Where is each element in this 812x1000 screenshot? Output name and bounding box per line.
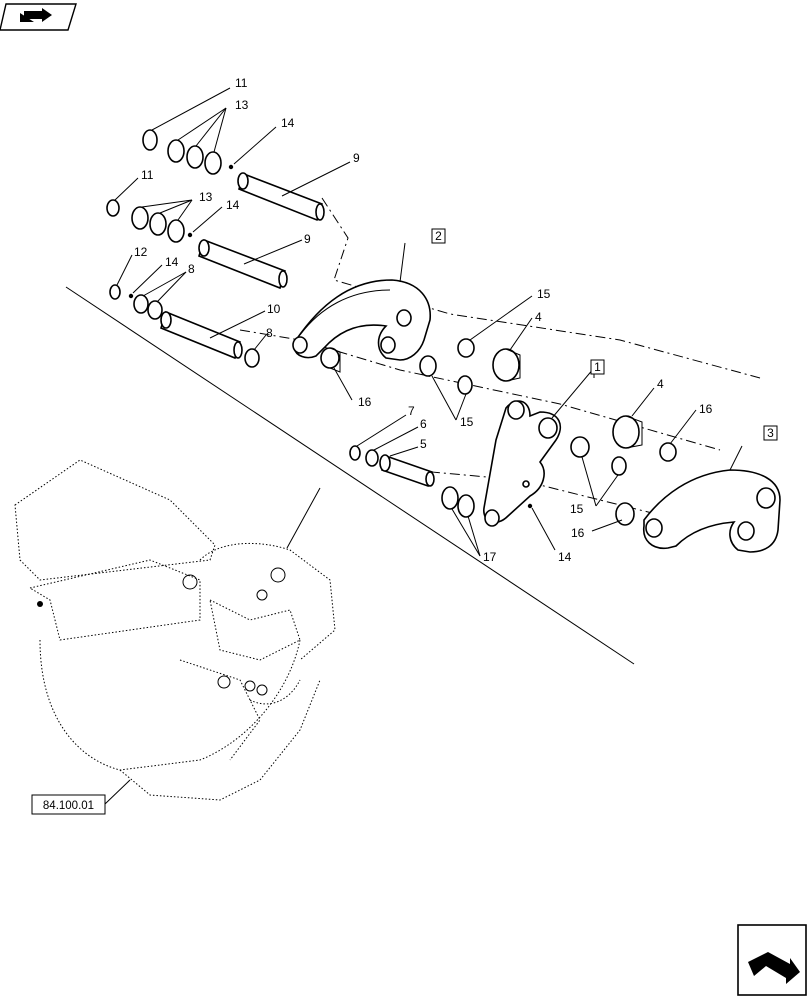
callout-15-middle: 15 — [460, 415, 474, 429]
ring-12[interactable] — [109, 284, 121, 300]
pin-9-middle[interactable] — [198, 238, 288, 290]
callout-11-upper: 11 — [235, 76, 248, 90]
bushing-15-middle-left[interactable] — [419, 355, 437, 377]
bushing-16-lower[interactable] — [615, 502, 635, 526]
bushing-4-upper[interactable] — [492, 348, 521, 382]
callout-14-lower: 14 — [165, 255, 179, 269]
callout-15-lower: 15 — [570, 502, 584, 516]
ring-13-middle[interactable] — [131, 206, 185, 243]
callout-11-middle: 11 — [141, 168, 154, 182]
callout-6: 6 — [420, 417, 427, 431]
bushing-15-upper[interactable] — [457, 338, 475, 358]
callout-box-1[interactable]: 1 — [590, 359, 605, 375]
ring-6[interactable] — [365, 449, 379, 467]
forward-arrow-icon[interactable] — [737, 924, 807, 996]
ring-11-middle[interactable] — [106, 199, 120, 217]
link-part-2[interactable] — [292, 279, 431, 361]
callout-16-upper: 16 — [358, 395, 372, 409]
grease-fitting-14-middle[interactable] — [187, 232, 193, 238]
callout-5: 5 — [420, 437, 427, 451]
bushing-16-right[interactable] — [659, 442, 677, 462]
callout-15-upper: 15 — [537, 287, 551, 301]
callout-16-lower: 16 — [571, 526, 585, 540]
divider-line — [65, 286, 635, 665]
callout-box-3[interactable]: 3 — [763, 425, 778, 441]
leader-line-to-assembly — [286, 487, 321, 549]
callout-box-3-label: 3 — [767, 426, 774, 440]
ring-13-upper[interactable] — [167, 139, 222, 175]
leader-lines — [104, 87, 743, 805]
pin-10[interactable] — [160, 310, 243, 360]
grease-fitting-14-lower[interactable] — [128, 293, 134, 299]
callout-8-lower: 8 — [266, 326, 273, 340]
callout-14-right: 14 — [558, 550, 572, 564]
callout-14-upper: 14 — [281, 116, 295, 130]
spacer-8-right[interactable] — [244, 348, 260, 368]
callout-8-upper: 8 — [188, 262, 195, 276]
pin-9-upper[interactable] — [237, 172, 325, 222]
spacer-8-left[interactable] — [133, 294, 163, 320]
callout-box-1-label: 1 — [594, 360, 601, 374]
bucket-assembly-view — [14, 459, 336, 801]
callout-12: 12 — [134, 245, 148, 259]
callout-13-middle: 13 — [199, 190, 213, 204]
bushing-4-lower[interactable] — [612, 415, 643, 449]
callout-16-right: 16 — [699, 402, 713, 416]
callout-14-middle: 14 — [226, 198, 240, 212]
centerline-lower — [409, 469, 681, 521]
ring-11-upper[interactable] — [142, 129, 158, 151]
grease-fitting-14-right[interactable] — [527, 503, 533, 509]
bushing-16-upper[interactable] — [320, 347, 341, 373]
pin-5[interactable] — [379, 454, 435, 488]
callout-9-middle: 9 — [304, 232, 311, 246]
ring-7[interactable] — [349, 445, 361, 461]
reference-84-100-01[interactable]: 84.100.01 — [31, 794, 106, 815]
centerline-middle — [239, 329, 721, 451]
bushing-15-lower-left[interactable] — [570, 436, 590, 458]
bushing-17[interactable] — [441, 486, 475, 518]
callout-4-upper: 4 — [535, 310, 542, 324]
bushing-15-lower-right[interactable] — [611, 456, 627, 476]
callout-numbers: 11 13 14 9 11 13 14 9 12 14 8 10 8 16 15… — [134, 76, 713, 564]
grease-fitting-14-upper[interactable] — [228, 164, 234, 170]
callout-10: 10 — [267, 302, 281, 316]
centerline-upper — [321, 197, 761, 379]
reference-label: 84.100.01 — [43, 800, 94, 812]
callout-4-lower: 4 — [657, 377, 664, 391]
link-part-3[interactable] — [643, 469, 781, 553]
callout-box-2-label: 2 — [435, 229, 442, 243]
callout-box-2[interactable]: 2 — [431, 228, 446, 244]
callout-7: 7 — [408, 404, 415, 418]
bushing-15-middle-right[interactable] — [457, 375, 473, 395]
callout-17: 17 — [483, 550, 497, 564]
link-part-1[interactable] — [483, 400, 561, 527]
callout-13-upper: 13 — [235, 98, 249, 112]
callout-9-upper: 9 — [353, 151, 360, 165]
back-arrow-icon[interactable] — [0, 3, 77, 31]
